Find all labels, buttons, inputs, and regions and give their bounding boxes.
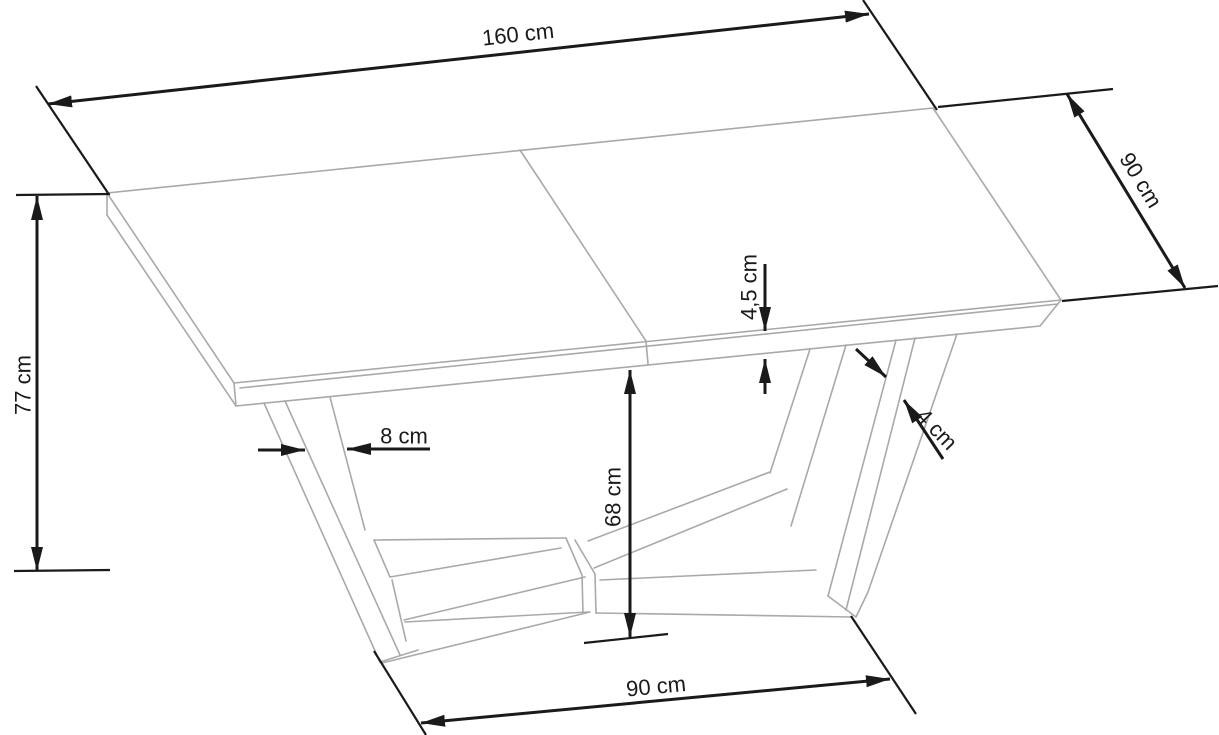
extension-line [373, 650, 427, 735]
tabletop-bottom-edge [235, 299, 1062, 407]
dimension-arrow [47, 10, 870, 108]
dimension-label-top-thickness: 4,5 cm [737, 254, 762, 320]
dimension-label-overall-height: 77 cm [11, 355, 36, 415]
dimension-arrow [902, 399, 945, 460]
dimension-leg-offset: 8 cm [258, 424, 430, 456]
extension-line [15, 192, 111, 197]
right-leg-panel [769, 333, 958, 618]
left-beam-inner-rim [389, 547, 562, 578]
left-leg-outer-edge [263, 402, 381, 663]
column-right-edge [574, 539, 597, 614]
extension-line [937, 87, 1114, 109]
right-beam-front-bottom-edge [599, 569, 817, 581]
right-leg-window-edge-2 [790, 344, 847, 527]
extension-line [13, 568, 111, 573]
center-column [565, 537, 597, 614]
left-floor-edge [381, 611, 591, 664]
dimension-top-length: 160 cm [35, 0, 938, 194]
dimension-label-underside-height: 68 cm [601, 467, 626, 527]
dimension-overall-height: 77 cm [11, 192, 111, 573]
left-leg-corner-edge [284, 400, 401, 656]
dimension-label-top-length: 160 cm [481, 18, 555, 51]
right-leg-corner-edge [827, 339, 897, 597]
dimension-arrow [420, 675, 891, 727]
left-beam-lower-trim [404, 611, 589, 623]
tabletop-split-line [519, 149, 647, 342]
left-beam-end-edge [373, 539, 391, 578]
dimension-label-top-depth: 90 cm [1115, 148, 1168, 212]
left-leg-foot-edge [379, 649, 419, 663]
dimension-base-length: 90 cm [373, 615, 917, 735]
right-floor-edge [595, 612, 853, 618]
right-leg-foot-edge [827, 595, 857, 618]
extension-line [862, 0, 938, 111]
dimension-label-leg-offset: 8 cm [380, 424, 428, 449]
tabletop-front-edge-line [239, 303, 1059, 389]
left-stretcher-beam [373, 537, 591, 664]
column-left-edge [565, 537, 584, 614]
dimension-top-thickness: 4,5 cm [737, 254, 771, 394]
left-leg-inner-edge [329, 396, 366, 531]
dimension-top-depth: 90 cm [937, 87, 1219, 303]
right-leg-window-edge-1 [769, 348, 811, 474]
table-wireframe [106, 107, 1062, 664]
right-stretcher-beam [587, 471, 853, 618]
right-beam-top-edge [587, 471, 771, 542]
dimension-arrow [1065, 93, 1187, 289]
dimension-arrow [854, 347, 888, 379]
left-leg-inner-lower-edge [391, 579, 407, 642]
dimension-underside-height: 68 cm [583, 370, 669, 645]
tabletop-left-thickness [106, 192, 237, 407]
left-beam-top-edge [373, 537, 567, 541]
tabletop-split-seam [645, 340, 649, 365]
tabletop [106, 107, 1062, 407]
dimension-label-base-length: 90 cm [625, 671, 687, 702]
left-beam-front-bottom-edge [403, 576, 586, 621]
extension-line [850, 615, 917, 715]
extension-line [1061, 284, 1219, 303]
floor-tick-line [583, 632, 669, 645]
right-leg-outer-edge [855, 333, 958, 618]
right-leg-inner-edge [845, 337, 916, 611]
tabletop-outline [106, 107, 1062, 384]
dimension-annotations: 160 cm 90 cm 77 cm 8 cm [11, 0, 1219, 735]
